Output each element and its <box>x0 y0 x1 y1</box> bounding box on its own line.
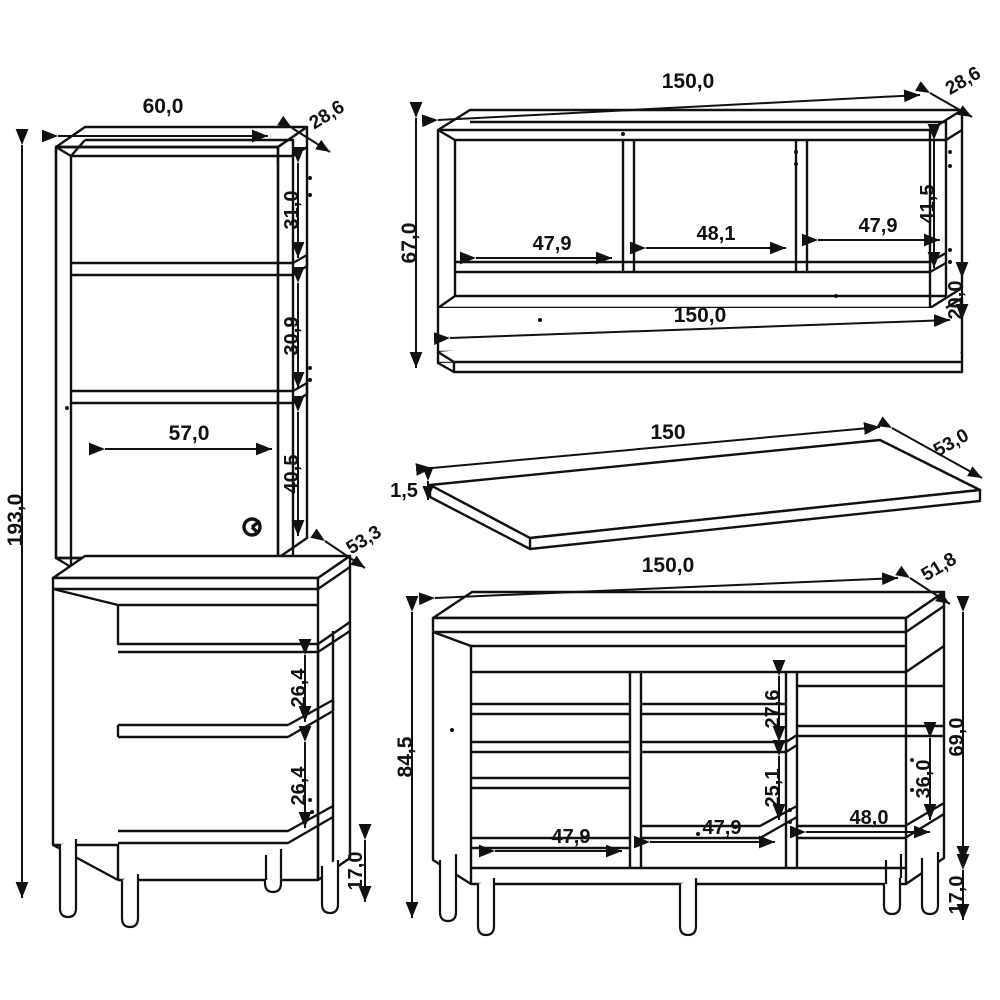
label-top-length: 150 <box>650 421 685 444</box>
tower-top-inner-left <box>70 139 86 157</box>
tall-base-countertop-top <box>51 554 352 580</box>
base-cabinet-dimension-labels: 150,0 51,8 84,5 69,0 17,0 27,6 25,1 36,0… <box>394 549 968 915</box>
label-base-bay-mid: 47,9 <box>703 817 742 839</box>
countertop-dimensions <box>415 416 983 500</box>
label-niche: 40,5 <box>281 455 303 494</box>
wall-inner-right-bevel <box>945 128 963 142</box>
label-base-bay-left: 47,9 <box>552 826 591 848</box>
tower-left-bevel-top <box>55 145 72 158</box>
label-base-lower-bay: 25,1 <box>762 769 784 808</box>
wall-cabinet-dimension-labels: 150,0 28,6 67,0 41,5 47,9 48,1 47,9 20,0… <box>398 63 985 327</box>
label-wall-bay-left: 47,9 <box>533 233 572 255</box>
dim-line-base-depth <box>895 565 951 605</box>
label-wall-rail-width: 150,0 <box>674 304 727 327</box>
dim-line-top-length <box>415 422 881 476</box>
label-top-thickness: 1,5 <box>390 480 418 502</box>
label-wall-bay-right: 47,9 <box>859 215 898 237</box>
base-cabinet-legs <box>438 852 940 937</box>
dim-line-top-depth <box>877 416 983 479</box>
dim-line-base-width <box>418 572 899 606</box>
base-mid-shelf-a <box>641 733 798 744</box>
label-base-leg: 17,0 <box>946 876 968 915</box>
label-tall-height: 193,0 <box>4 494 27 547</box>
label-wall-width: 150,0 <box>662 70 715 93</box>
tall-base-left-outline <box>51 589 120 880</box>
dim-line-wall-depth <box>915 81 973 118</box>
construction-dots <box>65 132 952 836</box>
label-base-shelf2: 26,4 <box>288 766 310 806</box>
dim-line-wall-width <box>421 89 921 128</box>
tall-base-drawer-front <box>116 605 318 646</box>
tower-left-bevel-bottom <box>55 556 72 569</box>
label-base-upper-bay: 27,6 <box>762 690 784 729</box>
label-base-width: 150,0 <box>642 554 695 577</box>
label-wall-bay-height: 41,5 <box>917 185 939 224</box>
wall-cabinet-dimensions <box>409 81 973 368</box>
dim-line-tall-depth <box>277 115 331 153</box>
tower-shelf1-right-edge <box>292 253 308 265</box>
wall-bottom-shelf-bot <box>455 261 947 274</box>
tall-base-shelf-right2 <box>287 709 334 739</box>
label-wall-bay-mid: 48,1 <box>697 223 736 245</box>
label-base-body-height: 69,0 <box>946 718 968 757</box>
label-base-right-bay: 36,0 <box>913 760 935 799</box>
wall-left-bevel-top <box>437 128 456 142</box>
base-drawer-right-bevel <box>905 645 945 673</box>
base-mid-shelf-b <box>641 743 798 754</box>
tall-base-legs <box>58 839 340 929</box>
base-counter-edge <box>431 616 908 634</box>
label-inner-width: 57,0 <box>169 422 210 445</box>
label-base-shelf1: 26,4 <box>288 668 310 708</box>
dim-line-wall-rail-width <box>433 314 951 345</box>
base-left-bevel-top <box>432 630 472 648</box>
tall-cabinet-dimensions <box>15 115 372 902</box>
base-body-right-outline <box>905 606 946 885</box>
tall-base-countertop-edge <box>51 576 320 591</box>
label-wall-height: 67,0 <box>398 223 421 264</box>
tower-front-plane <box>85 163 285 572</box>
label-shelf1: 31,0 <box>281 191 303 230</box>
base-cabinet-dimensions <box>405 565 970 920</box>
wall-left-bevel-bottom <box>437 295 456 309</box>
label-wall-rail-height: 20,0 <box>945 281 967 320</box>
label-tall-leg: 17,0 <box>345 852 367 891</box>
label-tall-width: 60,0 <box>143 95 184 118</box>
label-base-height: 84,5 <box>394 736 417 777</box>
base-counter-top <box>431 590 946 620</box>
tall-base-drawer-left-bevel <box>52 587 119 607</box>
label-shelf2: 30,9 <box>281 317 303 356</box>
outlet-icon <box>242 517 262 537</box>
dim-line-base-depth <box>310 528 366 569</box>
label-base-bay-right: 48,0 <box>850 807 889 829</box>
